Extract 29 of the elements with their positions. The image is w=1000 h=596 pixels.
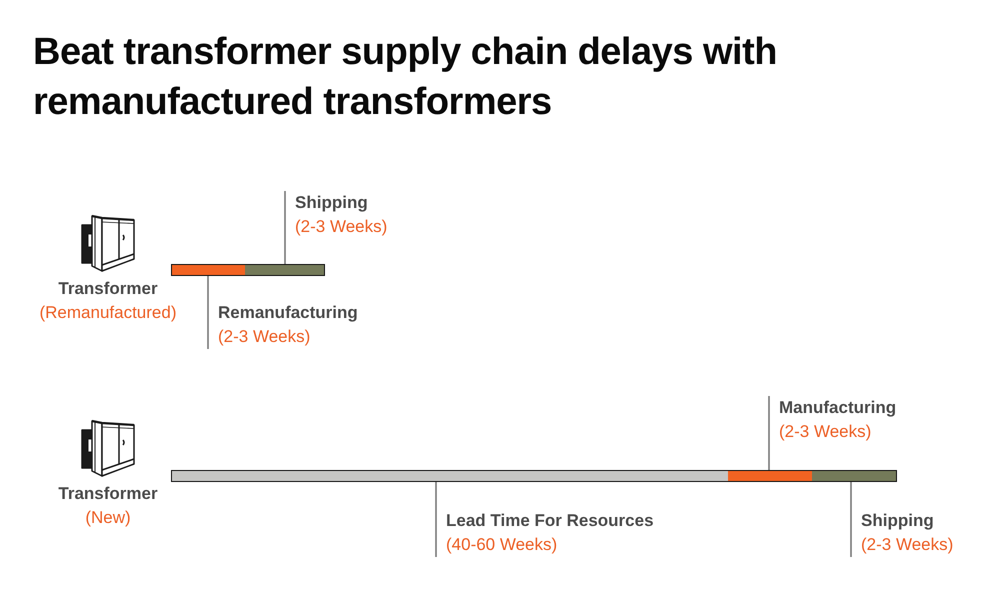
leader-line xyxy=(768,396,770,472)
equipment-name: Transformer xyxy=(58,278,158,300)
leader-line xyxy=(207,274,209,349)
timeline-bar xyxy=(171,470,897,482)
stage-name: Remanufacturing xyxy=(218,302,358,324)
equipment-name: Transformer xyxy=(58,483,158,505)
stage-duration: (2-3 Weeks) xyxy=(218,326,310,348)
bar-segment xyxy=(245,265,324,275)
timeline-bar xyxy=(171,264,325,276)
bar-segment xyxy=(172,265,246,275)
stage-name: Lead Time For Resources xyxy=(446,510,654,532)
transformer-illustration xyxy=(80,419,136,477)
leader-line xyxy=(850,480,852,557)
stage-name: Manufacturing xyxy=(779,397,896,419)
bar-segment xyxy=(172,471,728,481)
bar-segment xyxy=(728,471,812,481)
bar-segment xyxy=(812,471,896,481)
transformer-illustration xyxy=(80,214,136,272)
leader-line xyxy=(435,480,437,557)
diagram-title: Beat transformer supply chain delays with remanufactured transformers xyxy=(33,30,778,125)
stage-duration: (2-3 Weeks) xyxy=(861,534,954,556)
stage-duration: (40-60 Weeks) xyxy=(446,534,558,556)
stage-duration: (2-3 Weeks) xyxy=(779,421,872,443)
equipment-type: (New) xyxy=(85,507,131,529)
leader-line xyxy=(284,191,286,266)
stage-name: Shipping xyxy=(295,192,368,214)
stage-duration: (2-3 Weeks) xyxy=(295,216,388,238)
stage-name: Shipping xyxy=(861,510,934,532)
equipment-type: (Remanufactured) xyxy=(39,302,176,324)
